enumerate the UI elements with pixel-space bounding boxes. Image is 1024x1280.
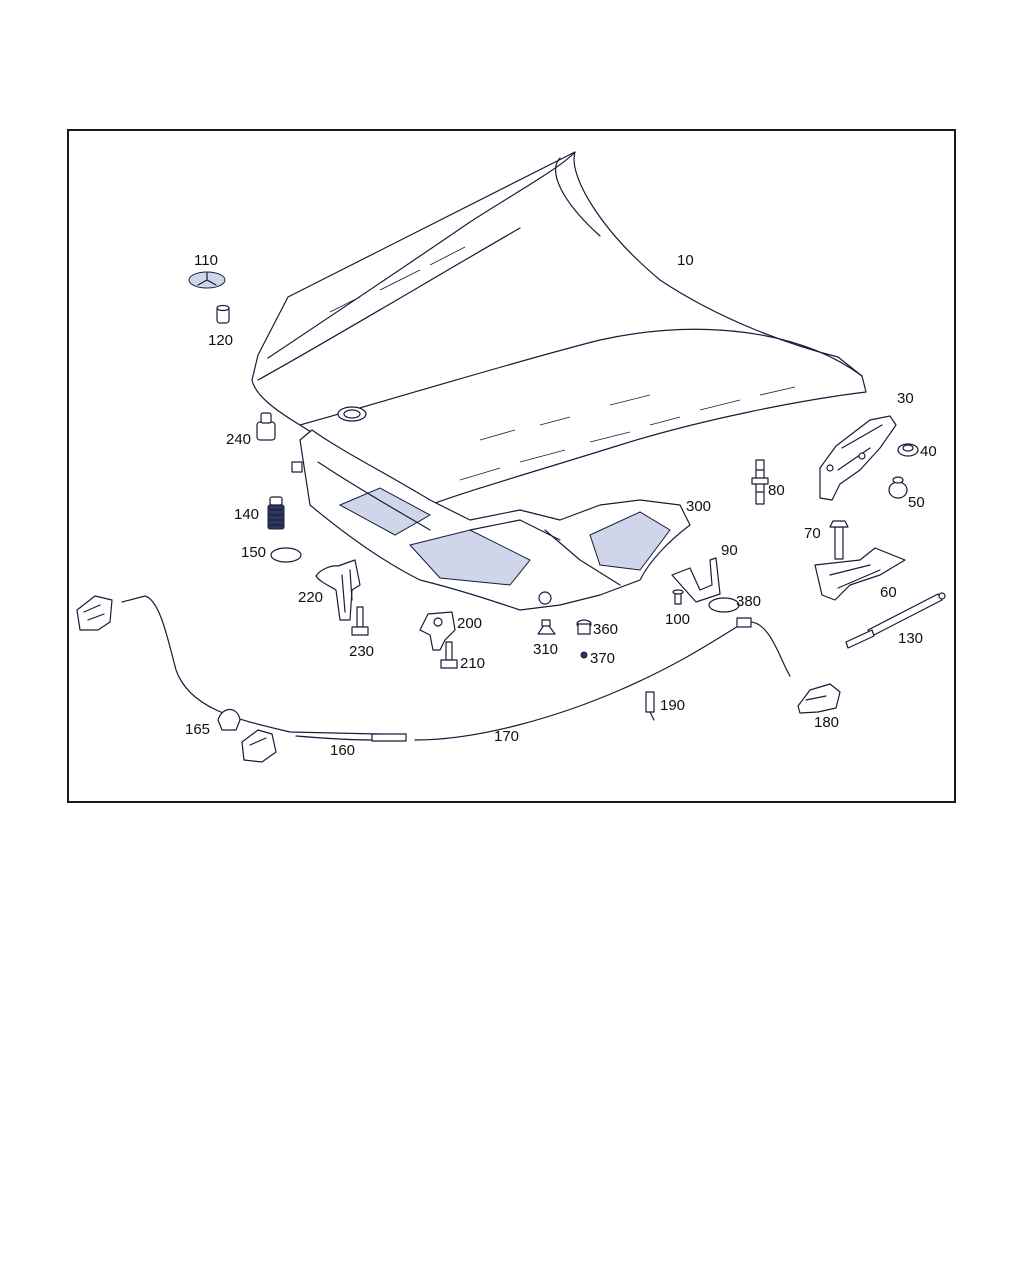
buffer-50[interactable] xyxy=(888,476,908,499)
part-label-300: 300 xyxy=(686,498,711,515)
part-label-230: 230 xyxy=(349,643,374,660)
part-label-200: 200 xyxy=(457,615,482,632)
part-label-170: 170 xyxy=(494,728,519,745)
part-label-190: 190 xyxy=(660,697,685,714)
bowden-cable-170[interactable] xyxy=(414,617,791,741)
rivet-clip[interactable] xyxy=(267,496,285,530)
stud-70[interactable] xyxy=(829,520,849,560)
part-labels: 10 30 40 50 60 70 80 90 100 110 120 130 … xyxy=(185,252,937,759)
gas-strut[interactable] xyxy=(845,592,946,649)
part-label-110: 110 xyxy=(194,252,218,269)
part-label-40: 40 xyxy=(920,443,937,460)
part-label-80: 80 xyxy=(768,482,785,499)
clip-190[interactable] xyxy=(645,691,655,721)
stud-bolt[interactable] xyxy=(751,459,769,505)
part-label-210: 210 xyxy=(460,655,485,672)
nut-40[interactable] xyxy=(897,443,919,457)
diagram-frame xyxy=(67,129,956,803)
part-label-160: 160 xyxy=(330,742,355,759)
part-label-380: 380 xyxy=(736,593,761,610)
bracket-165[interactable] xyxy=(217,708,241,731)
hood-hinge[interactable] xyxy=(819,415,897,501)
hood-inner-frame[interactable] xyxy=(291,429,691,611)
part-label-370: 370 xyxy=(590,650,615,667)
part-label-30: 30 xyxy=(897,390,914,407)
hood-lock-left[interactable] xyxy=(76,595,113,631)
part-label-70: 70 xyxy=(804,525,821,542)
stop-360[interactable] xyxy=(576,619,592,635)
emblem-sleeve[interactable] xyxy=(216,304,230,324)
seal-ring-150[interactable] xyxy=(270,547,302,563)
part-label-165: 165 xyxy=(185,721,210,738)
nut-370[interactable] xyxy=(580,651,588,659)
bracket-90[interactable] xyxy=(671,557,721,603)
release-lever[interactable] xyxy=(797,683,841,714)
part-label-220: 220 xyxy=(298,589,323,606)
hinge-bracket[interactable] xyxy=(814,547,906,601)
part-label-120: 120 xyxy=(208,332,233,349)
bolt-210[interactable] xyxy=(440,641,458,669)
part-label-140: 140 xyxy=(234,506,259,523)
bolt-230[interactable] xyxy=(351,606,369,636)
mounting-plate[interactable] xyxy=(419,611,456,651)
part-label-240: 240 xyxy=(226,431,251,448)
rubber-buffer[interactable] xyxy=(256,412,276,441)
part-label-10: 10 xyxy=(677,252,694,269)
star-emblem[interactable] xyxy=(188,271,226,289)
hood-panel[interactable] xyxy=(251,151,867,506)
part-label-150: 150 xyxy=(241,544,266,561)
part-label-310: 310 xyxy=(533,641,558,658)
screw-100[interactable] xyxy=(672,589,684,605)
part-label-50: 50 xyxy=(908,494,925,511)
part-label-130: 130 xyxy=(898,630,923,647)
lock-bracket[interactable] xyxy=(315,559,361,621)
part-label-90: 90 xyxy=(721,542,738,559)
part-label-60: 60 xyxy=(880,584,897,601)
seal-380[interactable] xyxy=(708,597,740,613)
part-label-100: 100 xyxy=(665,611,690,628)
clip-310[interactable] xyxy=(537,619,556,635)
part-label-180: 180 xyxy=(814,714,839,731)
bowden-cable-160[interactable] xyxy=(121,595,407,742)
part-label-360: 360 xyxy=(593,621,618,638)
hood-lock-right[interactable] xyxy=(241,729,277,763)
